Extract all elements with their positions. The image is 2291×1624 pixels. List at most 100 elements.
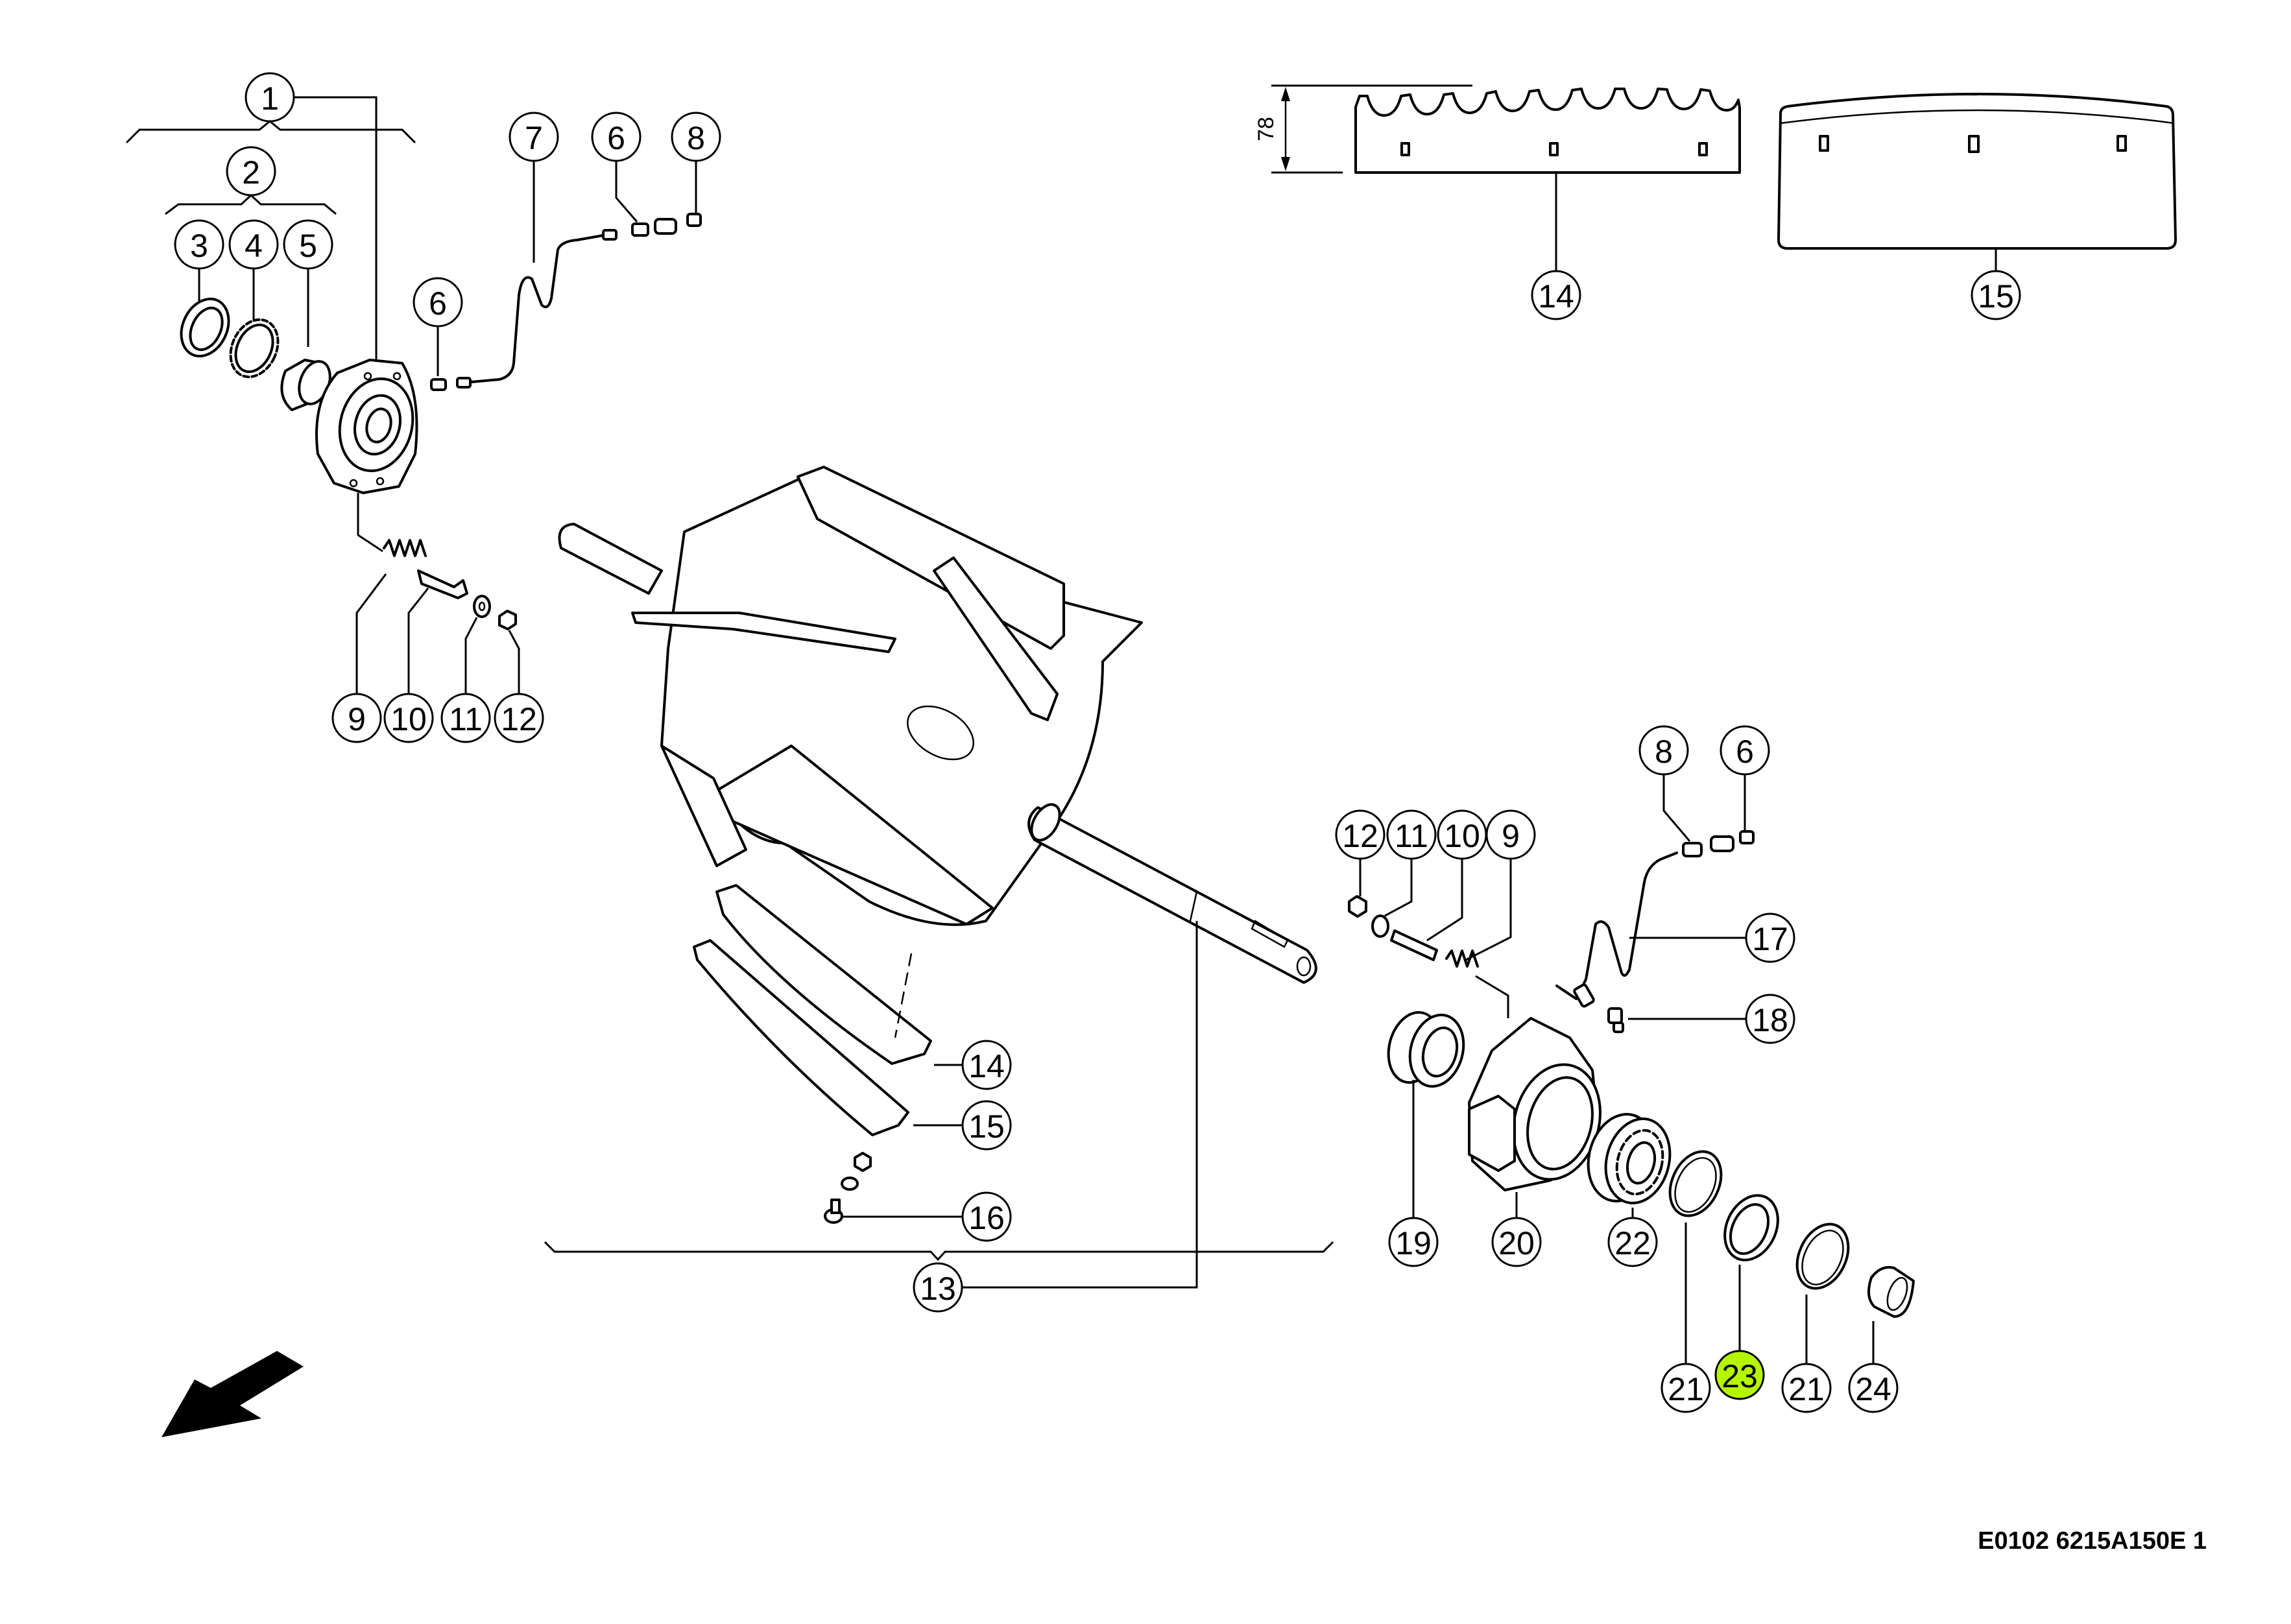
callout-circle[interactable] (1661, 1363, 1711, 1413)
callout-21[interactable]: 21 (1661, 1363, 1711, 1413)
callout-number: 22 (1614, 1225, 1651, 1261)
callout-circle[interactable] (413, 277, 463, 328)
callout-3[interactable]: 3 (174, 219, 224, 270)
dimension-label: 78 (1254, 117, 1278, 141)
callout-12[interactable]: 12 (494, 693, 544, 743)
callout-circle[interactable] (1720, 725, 1770, 776)
blade-detail-group: 78 (1254, 84, 2177, 272)
callout-18[interactable]: 18 (1745, 994, 1795, 1044)
callout-circle[interactable] (913, 1262, 963, 1313)
callout-8[interactable]: 8 (1638, 725, 1689, 776)
callout-20[interactable]: 20 (1491, 1217, 1542, 1267)
seal-ring-23 (1723, 1194, 1779, 1261)
callout-circle[interactable] (961, 1100, 1012, 1151)
elbow-fitting-18 (1607, 1007, 1624, 1033)
callout-circle[interactable] (961, 1040, 1012, 1090)
callout-circle[interactable] (1485, 809, 1536, 860)
callout-14[interactable]: 14 (1531, 270, 1581, 320)
callout-circle[interactable] (1848, 1363, 1899, 1413)
callout-circle[interactable] (383, 693, 434, 743)
callout-10[interactable]: 10 (1437, 809, 1487, 860)
callout-number: 2 (242, 154, 260, 191)
callout-circle[interactable] (1745, 913, 1795, 963)
callout-circle[interactable] (1745, 994, 1795, 1044)
callout-circle[interactable] (1781, 1363, 1832, 1413)
callout-circle[interactable] (245, 72, 295, 123)
callout-number: 17 (1752, 921, 1788, 957)
callout-15[interactable]: 15 (961, 1100, 1012, 1151)
grease-nipple-6 (1739, 830, 1755, 844)
sleeve-24 (1867, 1266, 1915, 1318)
callout-circle[interactable] (591, 112, 642, 162)
callout-15[interactable]: 15 (1971, 270, 2021, 320)
callout-9[interactable]: 9 (1485, 809, 1536, 860)
grease-fitting-8 (1682, 842, 1703, 857)
callout-number: 23 (1721, 1358, 1758, 1394)
callout-number: 11 (449, 701, 483, 737)
callout-4[interactable]: 4 (228, 219, 279, 270)
callout-circle[interactable] (1491, 1217, 1542, 1267)
callout-circle[interactable] (1388, 1217, 1439, 1267)
callout-12[interactable]: 12 (1335, 809, 1385, 860)
callout-16[interactable]: 16 (961, 1191, 1012, 1242)
callout-2[interactable]: 2 (226, 146, 276, 197)
callout-circle[interactable] (226, 146, 276, 197)
pipe-fitting (602, 229, 618, 241)
callout-number: 9 (1502, 818, 1520, 854)
callout-circle[interactable] (1971, 270, 2021, 320)
callout-10[interactable]: 10 (383, 693, 434, 743)
circlip-21 (1668, 1150, 1723, 1217)
rotor-paddle (933, 556, 1059, 721)
callout-circle[interactable] (1607, 1217, 1658, 1267)
callout-circle[interactable] (1386, 809, 1437, 860)
callout-6[interactable]: 6 (591, 112, 642, 162)
callout-number: 10 (390, 701, 427, 737)
callout-circle[interactable] (509, 112, 559, 162)
callout-circle[interactable] (331, 693, 382, 743)
callout-24[interactable]: 24 (1848, 1363, 1899, 1413)
callout-number: 20 (1498, 1225, 1535, 1261)
callout-circle[interactable] (283, 219, 333, 270)
shaft-keyway (1251, 920, 1289, 948)
callout-circle[interactable] (1531, 270, 1581, 320)
callout-circle[interactable] (1714, 1350, 1765, 1400)
callout-13[interactable]: 13 (913, 1262, 963, 1313)
leader-line (615, 161, 638, 222)
callout-circle[interactable] (440, 693, 491, 743)
shaft-center-hole (1296, 956, 1312, 977)
callout-number: 12 (1342, 818, 1378, 854)
callout-circle[interactable] (961, 1191, 1012, 1242)
circlip-21 (1795, 1223, 1850, 1290)
adapter-sleeve-5 (280, 359, 331, 411)
callout-number: 14 (968, 1048, 1005, 1084)
callout-circle[interactable] (1638, 725, 1689, 776)
callout-21[interactable]: 21 (1781, 1363, 1832, 1413)
callout-6[interactable]: 6 (413, 277, 463, 328)
callout-circle[interactable] (494, 693, 544, 743)
callout-6[interactable]: 6 (1720, 725, 1770, 776)
rotor-shaft-left (558, 523, 663, 595)
callout-circle[interactable] (228, 219, 279, 270)
callout-circle[interactable] (1335, 809, 1385, 860)
washer (841, 1176, 859, 1191)
callout-19[interactable]: 19 (1388, 1217, 1439, 1267)
callout-7[interactable]: 7 (509, 112, 559, 162)
callout-23[interactable]: 23 (1714, 1350, 1765, 1400)
leader-line (1662, 774, 1691, 842)
callout-circle[interactable] (174, 219, 224, 270)
callout-11[interactable]: 11 (440, 693, 491, 743)
shaft-collar (1030, 803, 1061, 842)
callout-9[interactable]: 9 (331, 693, 382, 743)
callout-8[interactable]: 8 (671, 112, 721, 162)
callout-11[interactable]: 11 (1386, 809, 1437, 860)
lube-pipe-17 (1555, 852, 1678, 1000)
callout-14[interactable]: 14 (961, 1040, 1012, 1090)
roller-bearing-22 (1587, 1113, 1672, 1204)
callout-number: 24 (1855, 1371, 1891, 1407)
callout-circle[interactable] (671, 112, 721, 162)
leader-line (1384, 859, 1413, 917)
callout-1[interactable]: 1 (245, 72, 295, 123)
callout-22[interactable]: 22 (1607, 1217, 1658, 1267)
callout-17[interactable]: 17 (1745, 913, 1795, 963)
callout-5[interactable]: 5 (283, 219, 333, 270)
